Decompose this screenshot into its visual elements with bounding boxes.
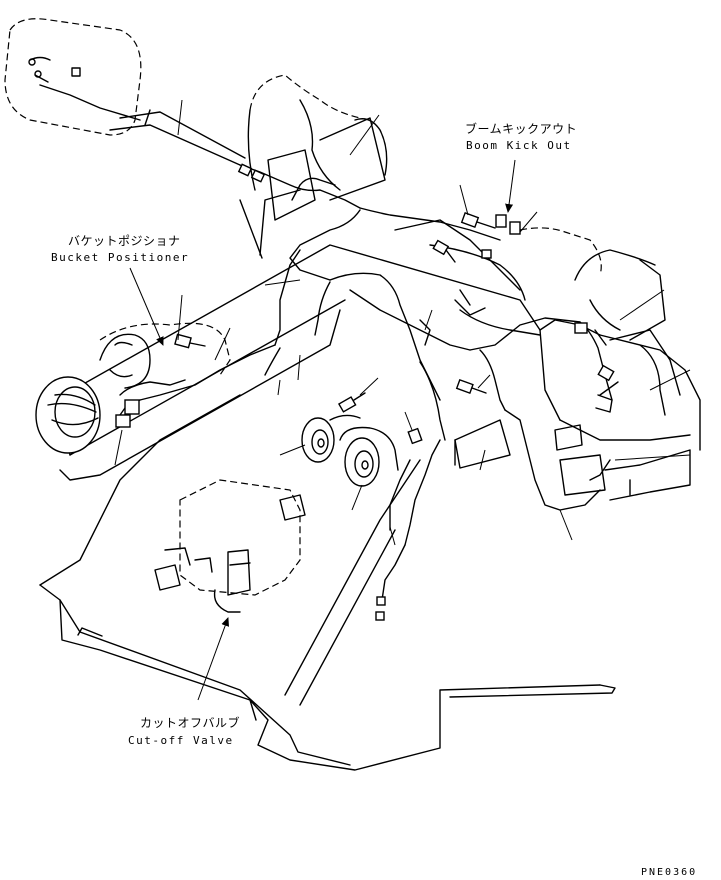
boom-kick-out-arrow (505, 159, 516, 213)
left-axle (35, 322, 231, 454)
cutoff-valve-label-en: Cut-off Valve (128, 734, 234, 747)
bucket-positioner-label-jp: バケットポジショナ (68, 234, 181, 248)
fasteners (115, 163, 619, 621)
horn-right (339, 426, 399, 487)
right-brackets (454, 419, 606, 496)
rear-light-housing (4, 18, 246, 166)
bucket-positioner-label-en: Bucket Positioner (51, 251, 190, 264)
cutoff-valve-arrow (197, 617, 230, 701)
frame-base (39, 394, 616, 771)
leader-lines (114, 99, 691, 546)
bucket-positioner-arrow (129, 267, 164, 346)
wiring-harness (119, 164, 613, 601)
horn-left (301, 414, 361, 463)
boom-kick-out-label-jp: ブームキックアウト (465, 122, 578, 136)
boom-kick-out-label-en: Boom Kick Out (466, 139, 572, 152)
cutoff-valve-body (154, 479, 306, 613)
drawing-code: PNE0360 (641, 867, 698, 878)
cutoff-valve-label-jp: カットオフバルブ (140, 716, 241, 730)
engine-area (247, 74, 701, 501)
